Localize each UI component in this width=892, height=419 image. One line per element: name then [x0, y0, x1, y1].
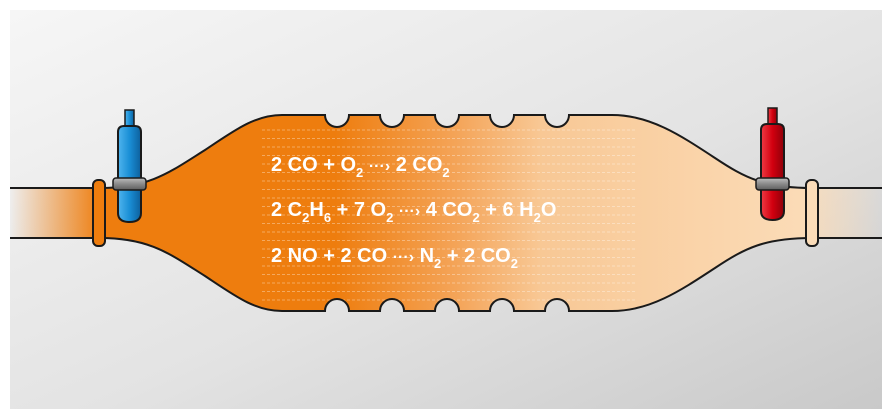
sensor-clamp [112, 177, 147, 191]
upstream-lambda-sensor-icon [112, 109, 147, 224]
dotted-reaction-arrow-icon: ···› [399, 203, 420, 220]
sensor-clamp [755, 177, 790, 191]
subscript: 2 [356, 165, 363, 180]
equation-ethane-oxidation: 2 C2​H6​ + 7 O2​ ···› 4 CO2​ + 6 H2​O [271, 199, 556, 225]
subscript: 6 [324, 210, 331, 225]
subscript: 2 [442, 165, 449, 180]
equation-term: + 2 CO [441, 245, 510, 267]
outlet-flange [805, 179, 819, 247]
inlet-flange [92, 179, 106, 247]
equation-term: + 6 H [480, 199, 534, 221]
subscript: 2 [302, 210, 309, 225]
equation-term: 2 C [271, 199, 302, 221]
equation-term: O [541, 199, 557, 221]
downstream-lambda-sensor-icon [755, 107, 790, 222]
equation-term: H [309, 199, 323, 221]
equation-co-oxidation: 2 CO + O2​ ···› 2 CO2​ [271, 154, 450, 180]
equation-term: 2 CO + O [271, 154, 356, 176]
catalyst-monolith-channels [262, 129, 635, 301]
equation-term: 2 NO + 2 CO [271, 245, 393, 267]
equation-no-reduction: 2 NO + 2 CO ···› N2​ + 2 CO2​ [271, 245, 518, 271]
inlet-pipe-fill [10, 188, 102, 238]
equation-term: + 7 O [331, 199, 386, 221]
subscript: 2 [434, 256, 441, 271]
dotted-reaction-arrow-icon: ···› [369, 158, 390, 175]
equation-term: 4 CO [420, 199, 472, 221]
pipe-outlines [10, 187, 882, 239]
subscript: 2 [534, 210, 541, 225]
subscript: 2 [386, 210, 393, 225]
equation-term: N [414, 245, 434, 267]
subscript: 2 [472, 210, 479, 225]
converter-body [100, 115, 812, 311]
dotted-reaction-arrow-icon: ···› [393, 249, 414, 266]
equation-term: 2 CO [390, 154, 442, 176]
subscript: 2 [511, 256, 518, 271]
reaction-equations: 2 CO + O2​ ···› 2 CO2​ 2 C2​H6​ + 7 O2​ … [271, 154, 556, 271]
